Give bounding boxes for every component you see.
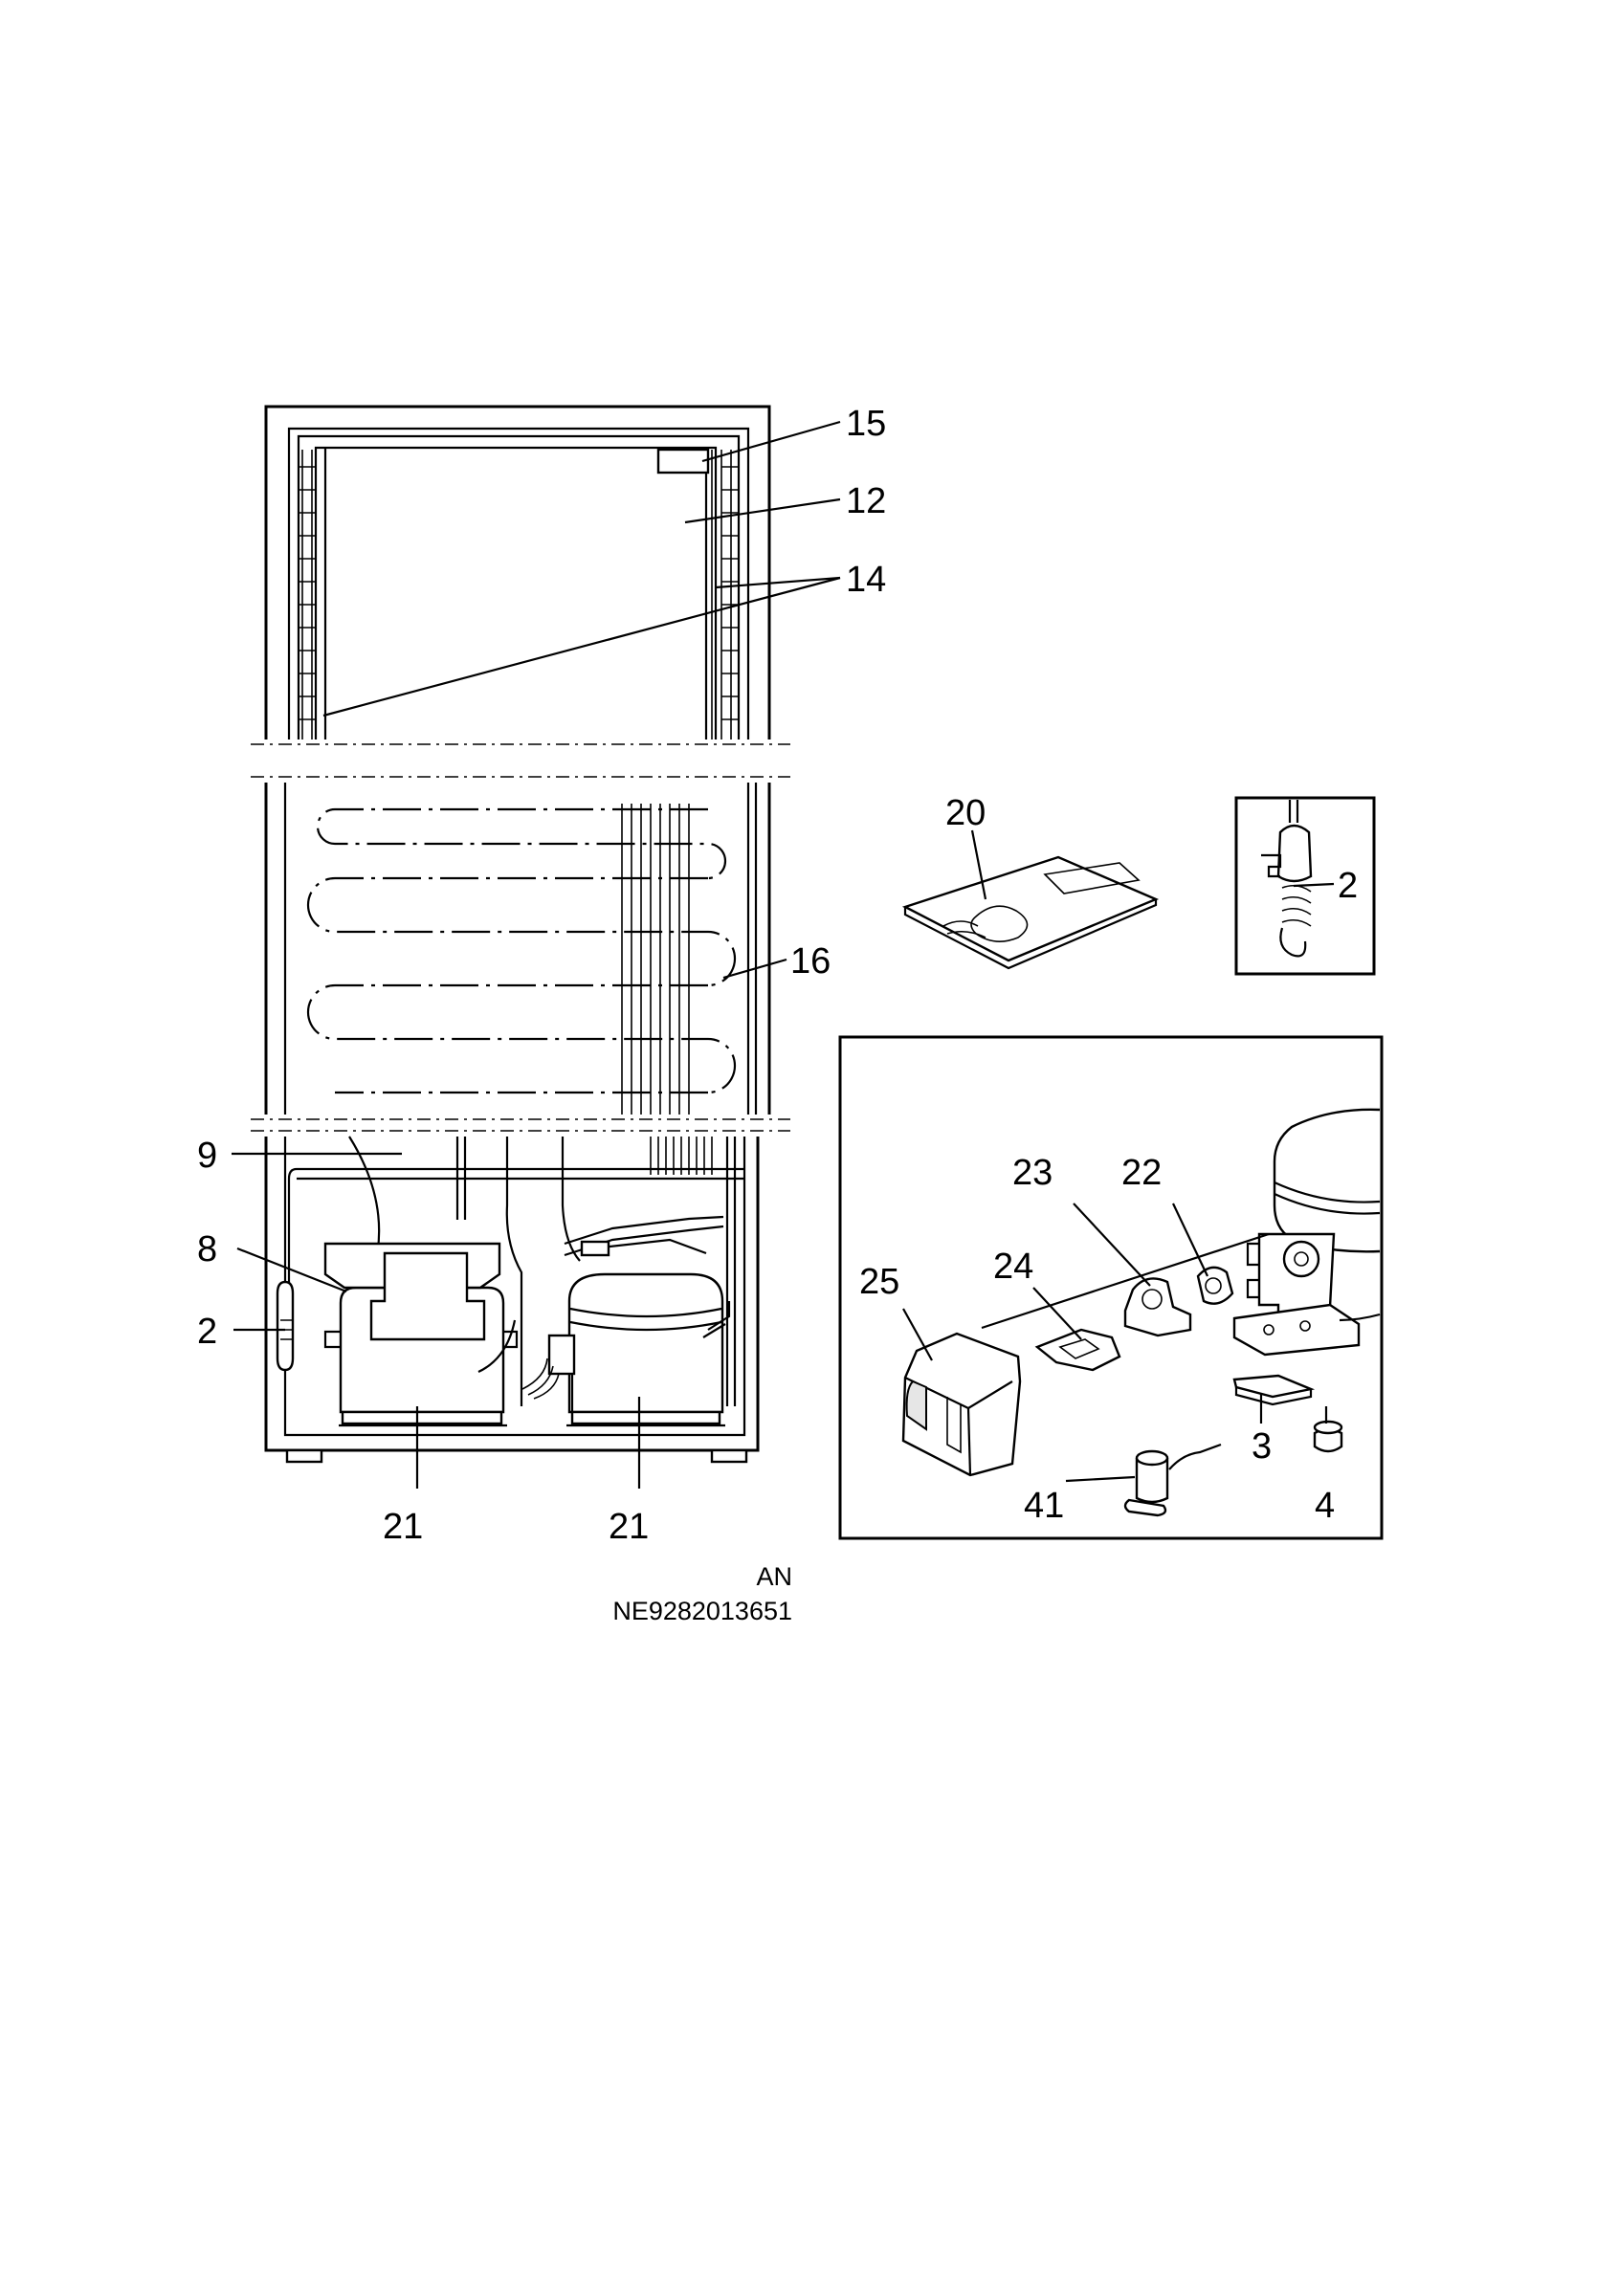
cabinet-back-view	[251, 776, 790, 1120]
compressor-partial	[1232, 1108, 1381, 1357]
inset-electrical-parts	[838, 1035, 1384, 1540]
compressor-compartment-view	[251, 1130, 790, 1464]
overload-protector	[1123, 1277, 1192, 1337]
compressor-left	[323, 1242, 519, 1427]
condenser-tube-bundle-lower	[650, 1137, 713, 1175]
capacitor	[1123, 1443, 1222, 1517]
relay-cover-box	[901, 1332, 1022, 1477]
callout-9: 9	[197, 1136, 217, 1176]
cabinet-upper-view	[251, 405, 790, 745]
thermostat-housing	[656, 448, 710, 475]
mounting-clip	[1232, 1374, 1316, 1406]
callout-24: 24	[993, 1247, 1033, 1287]
inset-clip-detail	[1234, 796, 1376, 976]
capillary-tube-clip	[276, 1280, 295, 1372]
callout-3: 3	[1252, 1426, 1272, 1467]
callout-21-left: 21	[383, 1507, 423, 1547]
instruction-booklet	[901, 855, 1160, 970]
callout-25: 25	[859, 1262, 899, 1302]
condenser-coil	[306, 807, 737, 1094]
condenser-vertical-tubes	[621, 804, 690, 1115]
grommet	[1313, 1420, 1343, 1453]
callout-4: 4	[1315, 1486, 1335, 1526]
callout-8: 8	[197, 1229, 217, 1269]
footer-document-number: NE9282013651	[612, 1597, 792, 1625]
callout-15: 15	[846, 404, 886, 444]
callout-2-clip: 2	[197, 1312, 217, 1352]
ptc-starter-relay	[1196, 1266, 1234, 1305]
gasket-ribs-left	[299, 466, 316, 720]
callout-21-right: 21	[609, 1507, 649, 1547]
callout-12: 12	[846, 481, 886, 521]
leader-lines	[232, 420, 1335, 1489]
callout-41: 41	[1024, 1486, 1064, 1526]
gasket-ribs-right	[721, 466, 739, 720]
callout-16: 16	[790, 941, 831, 982]
terminal-cover	[1034, 1328, 1121, 1372]
callout-22: 22	[1121, 1153, 1162, 1193]
callout-20: 20	[945, 793, 986, 833]
footer-language-code: AN	[756, 1562, 792, 1591]
callout-23: 23	[1012, 1153, 1053, 1193]
callout-2-inset: 2	[1338, 866, 1358, 906]
callout-14: 14	[846, 560, 886, 600]
compressor-right	[521, 1272, 731, 1427]
